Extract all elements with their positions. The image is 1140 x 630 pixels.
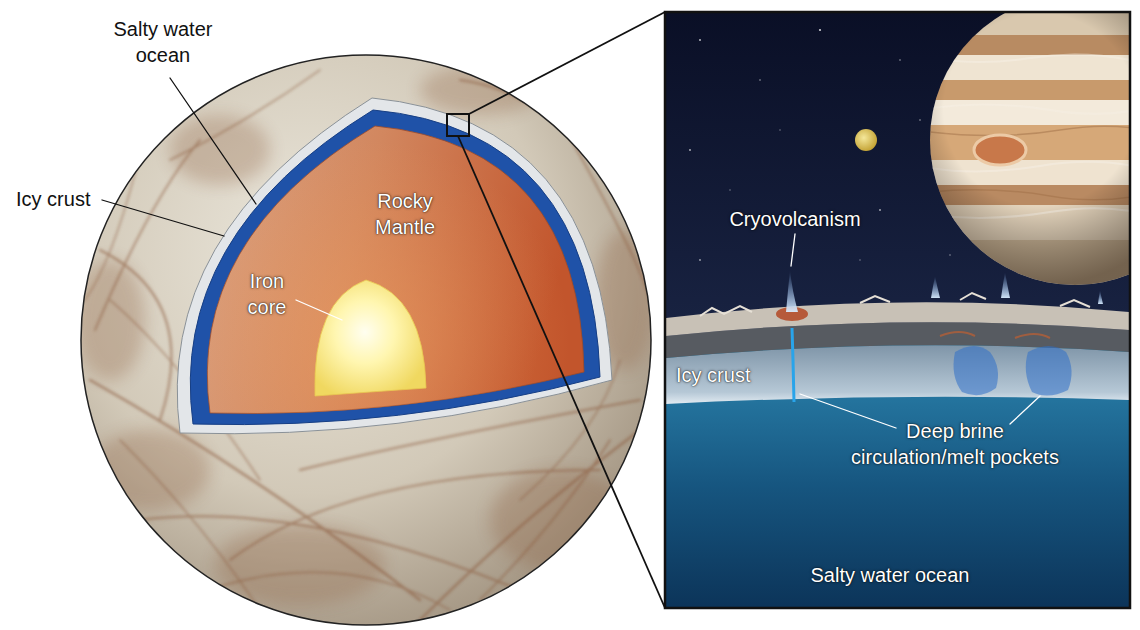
inset-panel: [666, 13, 1129, 607]
leader-lines: [296, 300, 342, 320]
surface-texture: [490, 470, 630, 570]
surface-texture: [480, 440, 610, 600]
layer-label: Icy crust: [676, 362, 786, 388]
inset-panel: [665, 12, 1130, 608]
europa-globe: [81, 55, 651, 625]
plume: [786, 270, 798, 312]
melt-pockets: [954, 346, 1072, 396]
surface-texture: [230, 470, 600, 560]
leader-lines: [800, 394, 896, 428]
surface-ridges: [700, 293, 1090, 316]
europa-globe: [81, 55, 651, 625]
stars: [819, 29, 821, 31]
jupiter: [930, 13, 1129, 285]
melt-pockets: [954, 346, 998, 395]
surface-texture: [75, 260, 145, 380]
inset-panel: [665, 0, 1140, 608]
melt-pockets: [1026, 346, 1072, 396]
stars: [949, 254, 951, 256]
europa-globe: [75, 55, 655, 625]
core: [315, 280, 426, 396]
cutaway-layers: [177, 98, 612, 434]
plume: [1098, 290, 1103, 304]
icy-crust-layer: [177, 98, 612, 434]
zoom-indicator: [447, 114, 469, 136]
layer-label: Rocky Mantle: [350, 188, 460, 240]
stars: [859, 259, 860, 260]
surface-texture: [180, 572, 450, 610]
feature-label: Cryovolcanism: [720, 206, 870, 232]
stars: [699, 259, 701, 261]
ice-shell: [666, 345, 1129, 404]
brine-conduit: [792, 328, 794, 402]
stars: [729, 189, 730, 190]
stars: [689, 149, 691, 151]
leader-lines: [102, 200, 224, 236]
plume: [1001, 272, 1010, 298]
stars: [919, 119, 921, 121]
surface-texture: [120, 440, 260, 610]
surface-texture: [100, 250, 171, 420]
plume: [931, 276, 940, 298]
io: [855, 129, 877, 151]
stars: [689, 29, 951, 261]
surface-texture: [420, 430, 640, 620]
stars: [759, 79, 761, 81]
ocean-layer: [190, 110, 600, 425]
pocket-glow: [940, 332, 1050, 338]
leader-lines: [170, 78, 256, 204]
jupiter: [925, 13, 1129, 290]
stars: [899, 59, 901, 61]
surface-texture: [170, 115, 270, 185]
stars: [779, 129, 780, 130]
leader-lines: [791, 234, 795, 266]
layer-label: Icy crust: [16, 186, 116, 212]
leader-lines: [102, 78, 1040, 428]
layer-label: Iron core: [232, 268, 302, 320]
mantle-glow: [207, 126, 584, 413]
zoom-indicator: [447, 12, 665, 608]
layer-label: Salty water ocean: [770, 562, 1010, 588]
subsurface-ocean: [666, 340, 1129, 607]
stars: [879, 209, 881, 211]
surface-texture: [75, 65, 655, 605]
surface-texture: [85, 70, 650, 620]
zoom-indicator: [458, 136, 665, 608]
surface-texture: [170, 70, 320, 160]
feature-label: Deep brine circulation/melt pockets: [844, 418, 1066, 470]
layer-label: Salty water ocean: [98, 16, 228, 68]
stars: [699, 39, 701, 41]
zoom-indicator: [469, 12, 665, 114]
surface-texture: [75, 65, 655, 620]
leader-lines: [1010, 396, 1040, 424]
mantle-layer: [207, 126, 584, 413]
